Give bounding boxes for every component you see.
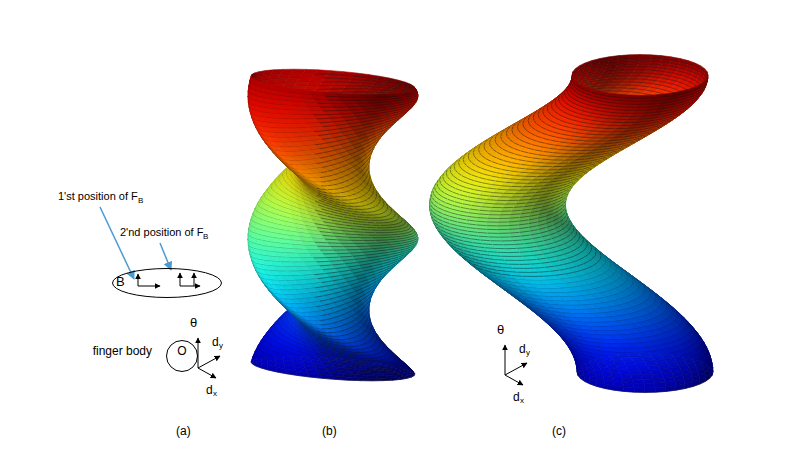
figure-stage: BOfinger body1'st position of FB2'nd pos… [0,0,800,450]
